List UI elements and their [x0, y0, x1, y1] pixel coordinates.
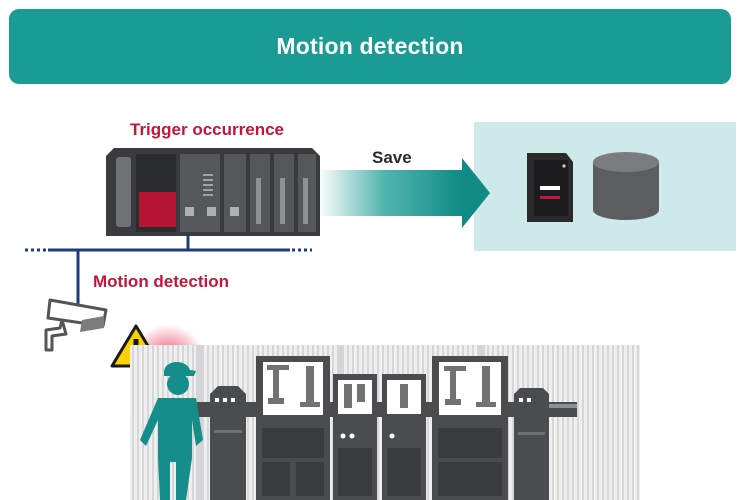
machine-cell: [256, 356, 330, 500]
banner-title: Motion detection: [276, 33, 464, 59]
save-label: Save: [372, 148, 412, 167]
machine-cell: [382, 374, 426, 500]
motion-detection-label: Motion detection: [93, 272, 229, 291]
network-line: [25, 236, 312, 305]
database-icon: [593, 152, 659, 220]
sd-card-icon: [527, 153, 573, 222]
production-line-icon: [192, 356, 577, 500]
worker-icon: [140, 361, 203, 500]
title-banner: Motion detection: [9, 9, 731, 84]
trigger-occurrence-label: Trigger occurrence: [130, 120, 285, 139]
machine-cell: [333, 374, 377, 500]
machine-cell: [432, 356, 508, 500]
save-arrow-icon: [318, 158, 490, 228]
plc-controller-icon: [106, 148, 320, 236]
security-camera-icon: [44, 298, 108, 352]
